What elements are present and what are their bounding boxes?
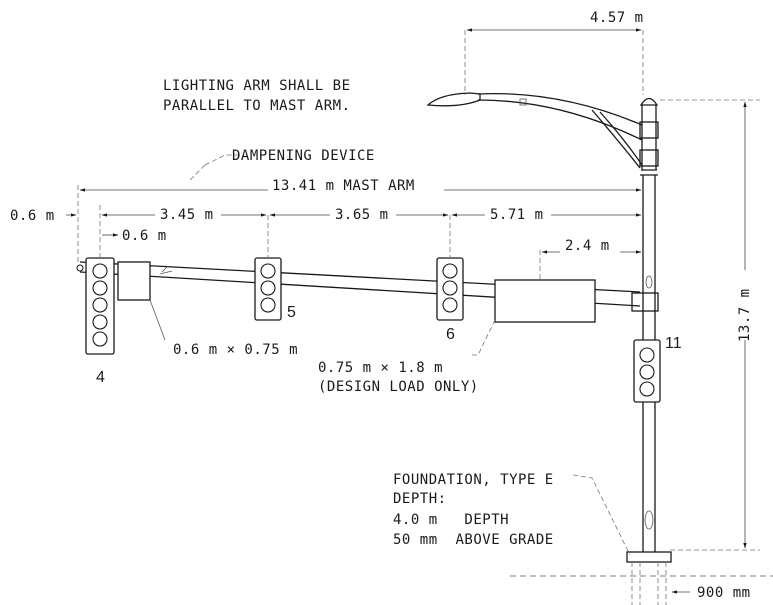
note-foundation-line2: DEPTH: xyxy=(393,491,447,507)
signal-label-4: 4 xyxy=(96,369,105,386)
leader-lines xyxy=(77,30,760,556)
note-sign-large-line1: 0.75 m × 1.8 m xyxy=(318,360,443,376)
dim-spacing-6-pole: 5.71 m xyxy=(490,207,544,223)
pole xyxy=(631,97,659,552)
label-mast-arm: 13.41 m MAST ARM xyxy=(272,178,415,194)
dim-lighting-arm: 4.57 m xyxy=(590,10,644,26)
note-dampening: DAMPENING DEVICE xyxy=(232,148,375,164)
note-foundation-line3: 4.0 m DEPTH xyxy=(393,512,509,528)
dim-foundation-width: 900 mm xyxy=(697,585,751,601)
note-foundation-line1: FOUNDATION, TYPE E xyxy=(393,472,554,488)
lighting-arm xyxy=(477,92,643,169)
note-sign-small: 0.6 m × 0.75 m xyxy=(173,342,298,358)
note-foundation-line4: 50 mm ABOVE GRADE xyxy=(393,532,554,548)
dim-tip-offset: 0.6 m xyxy=(10,208,55,224)
luminaire xyxy=(426,92,481,107)
signal-label-6: 6 xyxy=(446,326,455,343)
signal-head-5 xyxy=(254,257,282,321)
signal-label-5: 5 xyxy=(287,304,296,321)
note-lighting-line1: LIGHTING ARM SHALL BE xyxy=(163,78,351,94)
signal-label-11: 11 xyxy=(665,335,682,352)
dim-spacing-5-6: 3.65 m xyxy=(335,207,389,223)
note-sign-large-line2: (DESIGN LOAD ONLY) xyxy=(318,379,479,395)
note-lighting-line2: PARALLEL TO MAST ARM. xyxy=(163,98,351,114)
signal-head-6 xyxy=(436,257,464,321)
foundation xyxy=(510,551,773,605)
sign-large xyxy=(494,279,596,323)
dim-pole-height: 13.7 m xyxy=(737,288,753,342)
signal-head-4 xyxy=(85,257,115,355)
dim-spacing-4-5: 3.45 m xyxy=(160,207,214,223)
dim-sign-offset: 2.4 m xyxy=(565,238,610,254)
signal-head-11 xyxy=(633,339,661,403)
sign-small xyxy=(117,261,151,301)
dim-small-offset: 0.6 m xyxy=(122,228,167,244)
